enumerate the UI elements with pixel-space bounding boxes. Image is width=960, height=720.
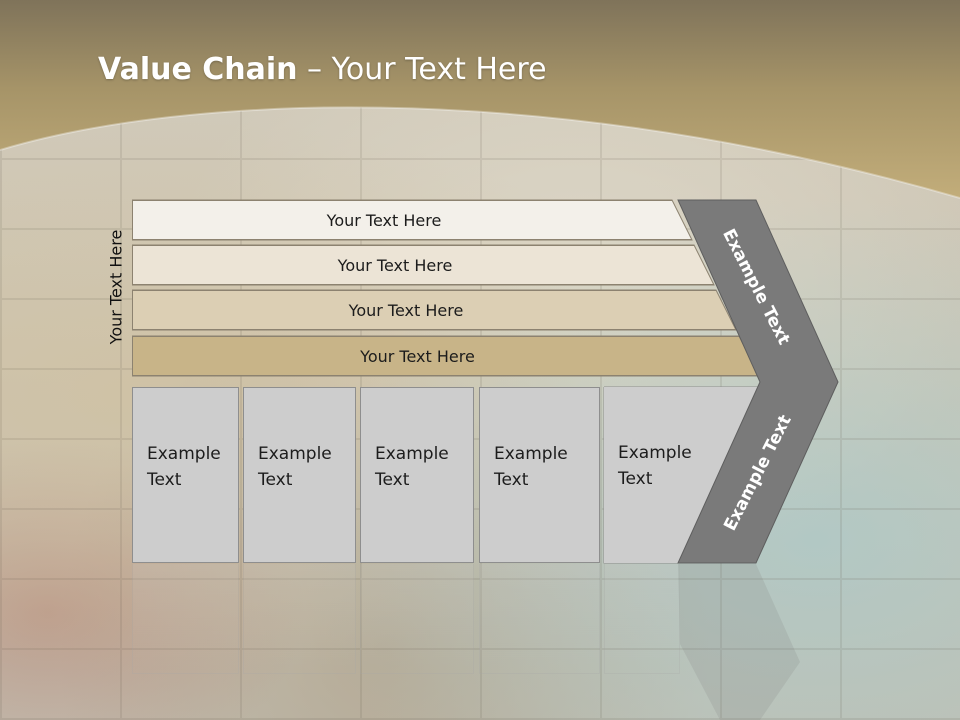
reflection	[0, 564, 960, 720]
reflection-box	[243, 564, 356, 674]
reflection-box	[360, 564, 474, 674]
primary-box-line1: Example	[258, 444, 332, 464]
primary-box-line2: Text	[494, 470, 529, 490]
primary-box-line1: Example	[494, 444, 568, 464]
reflection-box	[479, 564, 600, 674]
primary-box-3: Example Text	[360, 387, 474, 563]
title-bold: Value Chain	[98, 52, 298, 87]
primary-box-line2: Text	[147, 470, 182, 490]
reflection-chevron	[678, 564, 800, 720]
reflection-box	[132, 564, 239, 674]
title-rest: – Your Text Here	[297, 52, 547, 87]
primary-box-line2: Text	[375, 470, 410, 490]
primary-box-line2: Text	[258, 470, 293, 490]
primary-box-4: Example Text	[479, 387, 600, 563]
slide-title: Value Chain – Your Text Here	[98, 52, 547, 87]
primary-box-1: Example Text	[132, 387, 239, 563]
primary-box-line1: Example	[147, 444, 221, 464]
primary-box-line1: Example	[375, 444, 449, 464]
primary-box-line2: Text	[618, 469, 653, 489]
primary-box-line1: Example	[618, 443, 692, 463]
primary-box-2: Example Text	[243, 387, 356, 563]
header-band	[0, 0, 960, 199]
reflection-box	[604, 564, 680, 674]
